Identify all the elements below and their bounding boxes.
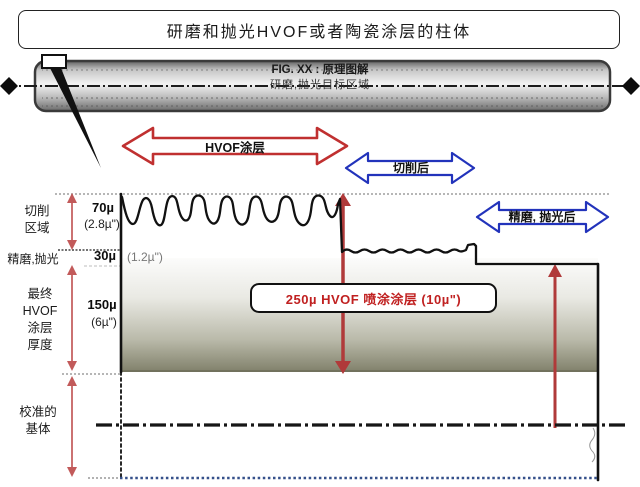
dim-arrow-cut-zone bbox=[67, 193, 77, 250]
final-thickness-line2: HVOF bbox=[22, 304, 58, 318]
left-end-diamond-icon bbox=[0, 77, 18, 95]
hvof-coating-arrow bbox=[121, 126, 349, 166]
final-thickness-line3: 涂层 bbox=[27, 321, 53, 335]
watermark-squiggle bbox=[589, 427, 596, 463]
hvof-coating-arrow-label: HVOF涂层 bbox=[205, 141, 265, 155]
after-polishing-arrow bbox=[475, 200, 610, 234]
diagram-title: 研磨和抛光HVOF或者陶瓷涂层的柱体 bbox=[18, 10, 620, 49]
callout-pointer bbox=[50, 68, 101, 168]
figure-label: FIG. XX : 原理图解 bbox=[271, 64, 369, 76]
final-thickness-line1: 最终 bbox=[27, 287, 53, 301]
callout-source-box bbox=[41, 54, 67, 69]
cut-zone-value: 70µ bbox=[92, 200, 114, 215]
cylinder-graphic bbox=[0, 54, 640, 168]
dim-arrow-final-thickness bbox=[67, 265, 77, 371]
coating-spec-box: 250µ HVOF 喷涂涂层 (10µ") bbox=[250, 283, 497, 313]
dim-arrow-substrate bbox=[67, 376, 77, 477]
substrate-label-line1: 校准的 bbox=[19, 405, 57, 419]
fine-polish-value: 30µ bbox=[94, 248, 116, 263]
final-thickness-label: 最终 HVOF 涂层 厚度 bbox=[16, 286, 64, 356]
final-thickness-line4: 厚度 bbox=[27, 338, 53, 352]
right-end-diamond-icon bbox=[622, 77, 640, 95]
after-cutting-arrow-label: 切削后 bbox=[392, 161, 429, 175]
fine-polish-label: 精磨,抛光 bbox=[7, 252, 59, 266]
substrate-label: 校准的 基体 bbox=[12, 404, 64, 440]
figure-sublabel: 研磨,抛光目标区域 bbox=[269, 79, 371, 91]
cylinder-texture-row bbox=[42, 96, 603, 100]
substrate-label-line2: 基体 bbox=[25, 422, 51, 436]
surface-profile bbox=[119, 192, 600, 482]
coating-body bbox=[122, 258, 598, 372]
after-polishing-arrow-label: 精磨, 抛光后 bbox=[508, 210, 576, 224]
fine-polish-value-inch: (1.2µ") bbox=[127, 250, 163, 264]
cylinder-texture-row bbox=[42, 67, 603, 72]
final-thickness-value-inch: (6µ") bbox=[91, 315, 117, 329]
final-surface-arrow bbox=[548, 264, 562, 428]
cut-zone-label-line2: 区域 bbox=[24, 221, 50, 235]
after-cutting-arrow bbox=[344, 151, 476, 185]
cut-zone-value-inch: (2.8µ") bbox=[84, 217, 120, 231]
cut-zone-label: 切削 区域 bbox=[14, 203, 60, 239]
cylinder-texture-row bbox=[42, 103, 603, 107]
cut-zone-label-line1: 切削 bbox=[24, 204, 50, 218]
final-thickness-value: 150µ bbox=[87, 297, 117, 312]
